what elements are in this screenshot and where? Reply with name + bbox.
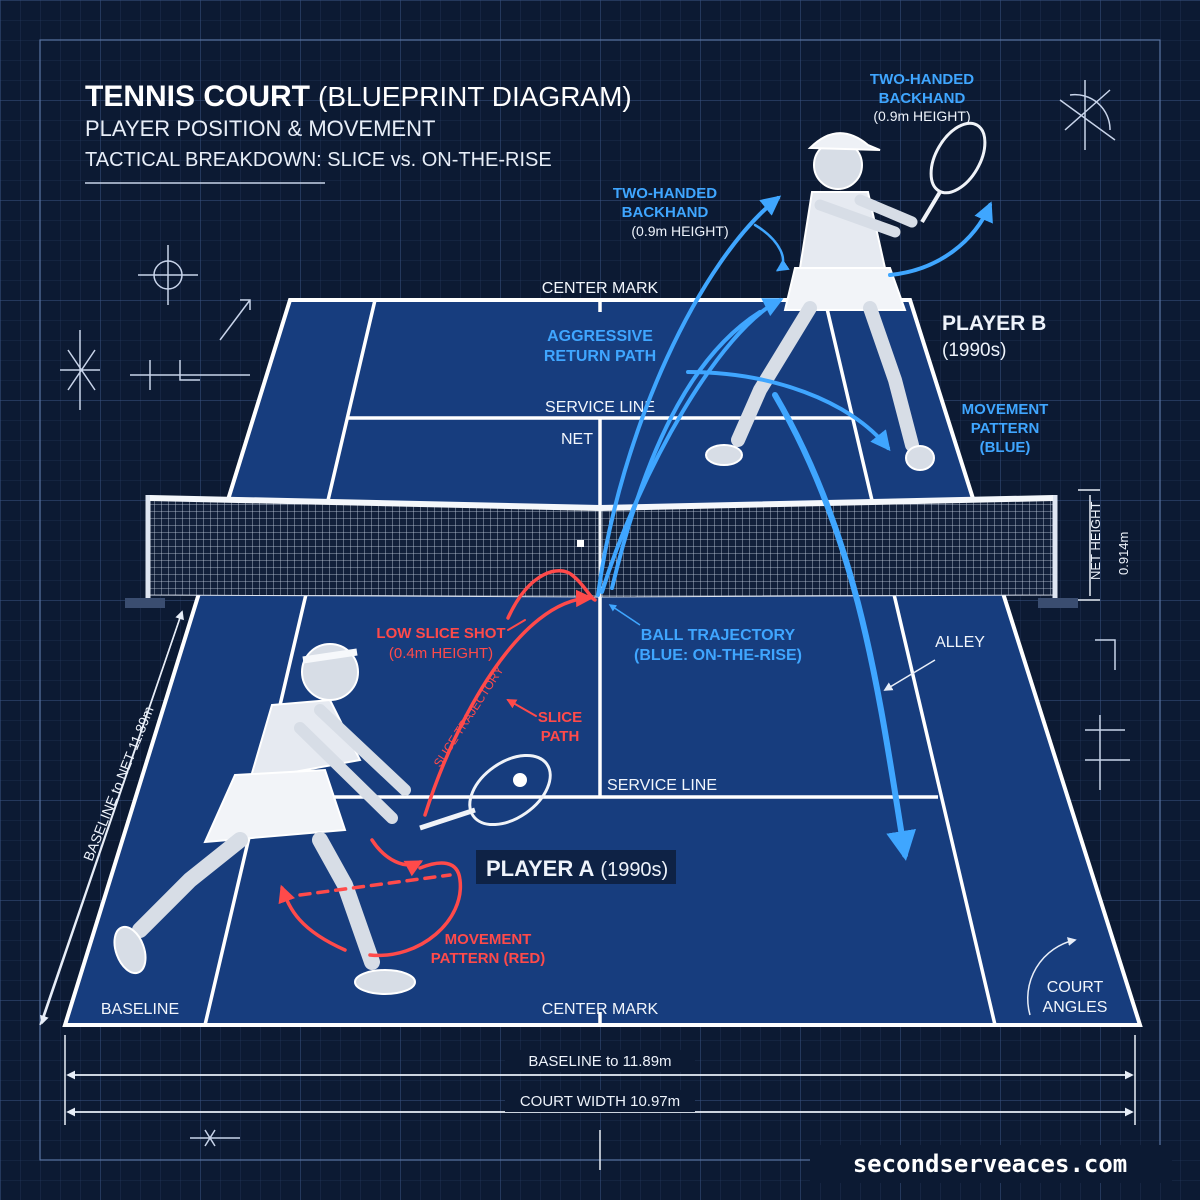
blue-paths	[596, 195, 993, 861]
player-a-era: (1990s)	[600, 859, 668, 881]
court-width-bg	[505, 1090, 695, 1112]
backhand-label-3: (0.9m HEIGHT)	[631, 223, 728, 239]
baseline-dim-bg	[505, 1050, 695, 1072]
player-b-era: (1990s)	[942, 340, 1006, 361]
top-backhand-label-2: BACKHAND	[879, 90, 966, 107]
site-bg	[810, 1145, 1172, 1183]
movement-a-label-1: MOVEMENT	[445, 931, 532, 948]
slice-trajectory-path	[423, 589, 594, 817]
movement-b-label-2: PATTERN	[971, 420, 1040, 437]
player-a-label-bg	[476, 850, 676, 884]
backhand-label-2: BACKHAND	[622, 204, 709, 221]
movement-b-label-3: (BLUE)	[980, 439, 1031, 456]
center-mark-far-label: CENTER MARK	[542, 280, 659, 297]
blue-path-upper	[596, 195, 782, 597]
alley-label: ALLEY	[935, 634, 985, 651]
ball-trajectory-label-2: (BLUE: ON-THE-RISE)	[634, 647, 802, 664]
alley-line-right	[823, 299, 997, 1026]
service-line-far-label: SERVICE LINE	[545, 399, 655, 416]
subtitle-2: TACTICAL BREAKDOWN: SLICE vs. ON-THE-RIS…	[85, 149, 552, 171]
title-block: TENNIS COURT (BLUEPRINT DIAGRAM) PLAYER P…	[85, 80, 632, 184]
player-a-name: PLAYER A	[486, 856, 595, 881]
backhand-swing-arc	[888, 201, 993, 277]
movement-b-label-1: MOVEMENT	[962, 401, 1049, 418]
ball-marker	[577, 540, 584, 547]
player-b-name: PLAYER B	[942, 312, 1046, 335]
court-angles-label-2: ANGLES	[1043, 999, 1108, 1016]
center-mark-near-label: CENTER MARK	[542, 1001, 659, 1018]
court-angles-label-1: COURT	[1047, 979, 1104, 996]
ball-trajectory-label-1: BALL TRAJECTORY	[641, 627, 796, 644]
net-height-label-2: 0.914m	[1116, 532, 1131, 575]
baseline-to-label: BASELINE to 11.89m	[528, 1053, 671, 1070]
aggressive-return-label-1: AGGRESSIVE	[547, 328, 653, 345]
backhand-label-1: TWO-HANDED	[613, 185, 717, 202]
alley-line-left	[203, 299, 377, 1026]
net	[125, 495, 1078, 608]
title-bold: TENNIS COURT	[85, 80, 310, 113]
title-rest: (BLUEPRINT DIAGRAM)	[318, 81, 632, 112]
low-slice-arc	[506, 569, 597, 620]
low-slice-label-2: (0.4m HEIGHT)	[389, 645, 493, 662]
movement-a-label-2: PATTERN (RED)	[431, 950, 545, 967]
top-backhand-label-1: TWO-HANDED	[870, 71, 974, 88]
slice-path-label-2: PATH	[541, 728, 580, 745]
service-line-near-label: SERVICE LINE	[607, 777, 717, 794]
baseline-label: BASELINE	[101, 1001, 179, 1018]
aggressive-return-label-2: RETURN PATH	[544, 348, 656, 365]
net-label: NET	[561, 431, 593, 448]
ball-trajectory-on-the-rise	[772, 392, 916, 861]
player-b-figure	[705, 121, 987, 471]
subtitle-1: PLAYER POSITION & MOVEMENT	[85, 116, 435, 141]
svg-text:TENNIS COURT(BLUEPRINT DIAGRAM: TENNIS COURT (BLUEPRINT DIAGRAM)	[85, 80, 632, 113]
top-backhand-label-3: (0.9m HEIGHT)	[873, 108, 970, 124]
slice-path-label-1: SLICE	[538, 709, 582, 726]
movement-loop-a	[368, 861, 463, 958]
aggressive-return-path	[600, 298, 784, 594]
player-a-figure	[113, 643, 552, 995]
blue-return-path-2	[610, 310, 762, 590]
site-watermark: secondserveaces.com	[853, 1150, 1128, 1178]
red-paths	[278, 569, 597, 958]
player-a-label: PLAYER A(1990s)	[486, 856, 668, 881]
player-b-movement-arc	[686, 370, 891, 452]
low-slice-label-1: LOW SLICE SHOT	[376, 625, 505, 642]
drafting-symbols	[60, 80, 1130, 1147]
net-height-label-1: NET HEIGHT	[1088, 501, 1103, 580]
court-width-label: COURT WIDTH 10.97m	[520, 1093, 680, 1110]
